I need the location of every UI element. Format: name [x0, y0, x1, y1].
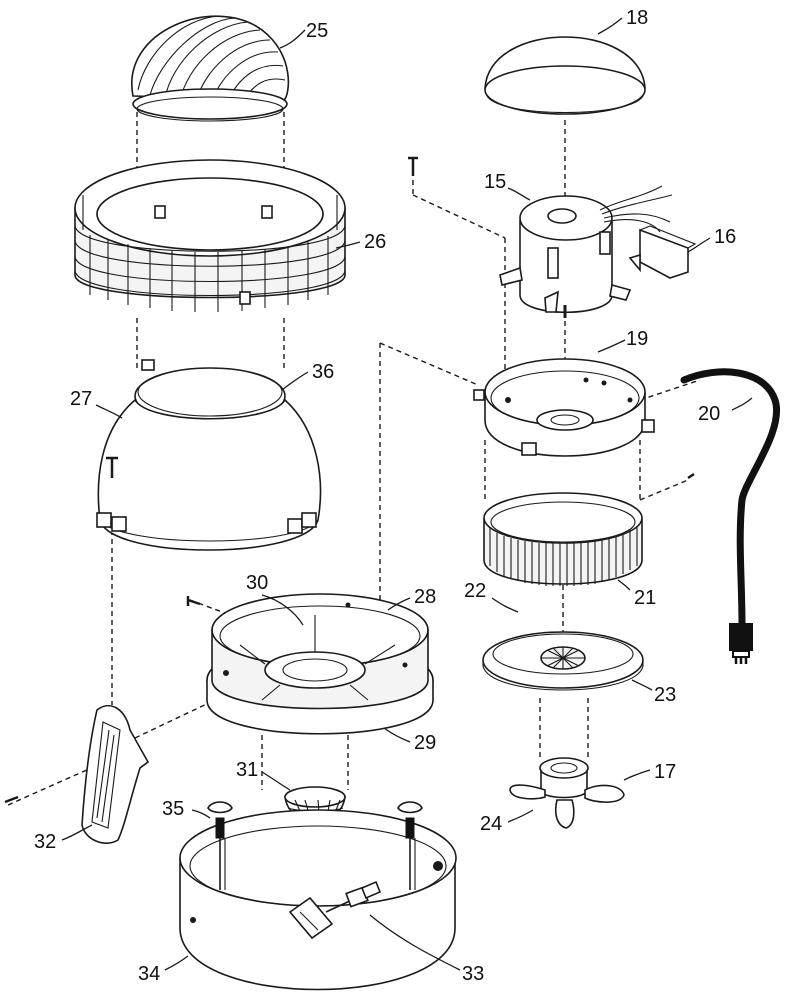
- callout-22: 22: [464, 580, 486, 602]
- part-18-top-dome: [484, 36, 646, 115]
- part-23-diffuser-plate: [482, 631, 644, 691]
- callout-33: 33: [462, 963, 484, 985]
- part-27-upper-housing: [96, 398, 322, 551]
- callout-30: 30: [246, 572, 268, 594]
- leader-lines: [61, 17, 753, 971]
- callout-16: 16: [714, 226, 736, 248]
- callout-28: 28: [414, 586, 436, 608]
- callout-32: 32: [34, 831, 56, 853]
- callout-19: 19: [626, 328, 648, 350]
- callout-27: 27: [70, 388, 92, 410]
- part-35-tank-clips: [207, 801, 423, 890]
- part-26-grid-ring: [74, 159, 346, 312]
- part-28-29-30-base-bowl: [186, 593, 434, 735]
- callout-35: 35: [162, 798, 184, 820]
- callout-17: 17: [654, 761, 676, 783]
- callout-26: 26: [364, 231, 386, 253]
- alignment-lines: [7, 112, 701, 894]
- callout-15: 15: [484, 171, 506, 193]
- callout-18: 18: [626, 7, 648, 29]
- callout-21: 21: [634, 587, 656, 609]
- part-15-motor: [408, 156, 632, 318]
- callout-labels: 25 26 36 27 30 28 29 31 35 32 34 33 18 1…: [34, 7, 736, 985]
- part-25-louvered-dome: [130, 15, 290, 122]
- part-24-fan-impeller: [509, 757, 625, 829]
- part-33-float-switch: [288, 880, 382, 940]
- callout-20: 20: [698, 403, 720, 425]
- callout-31: 31: [236, 759, 258, 781]
- callout-25: 25: [306, 20, 328, 42]
- part-20-power-cord: [680, 368, 781, 664]
- part-32-side-grille: [4, 705, 150, 844]
- callout-23: 23: [654, 684, 676, 706]
- callout-36: 36: [312, 361, 334, 383]
- part-21-filter-drum: [483, 492, 643, 586]
- part-34-water-tank: [179, 809, 457, 991]
- part-19-mount-ring: [473, 358, 695, 480]
- callout-29: 29: [414, 732, 436, 754]
- callout-34: 34: [138, 963, 160, 985]
- part-16-capacitor: [599, 185, 697, 279]
- callout-24: 24: [480, 813, 502, 835]
